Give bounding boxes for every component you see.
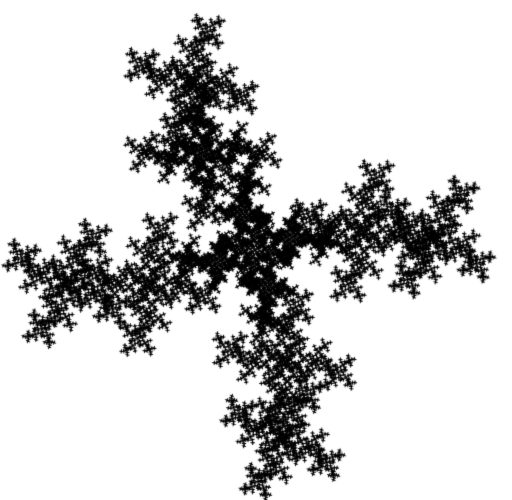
fractal-shape	[0, 0, 512, 500]
fractal-image-canvas	[0, 0, 512, 500]
